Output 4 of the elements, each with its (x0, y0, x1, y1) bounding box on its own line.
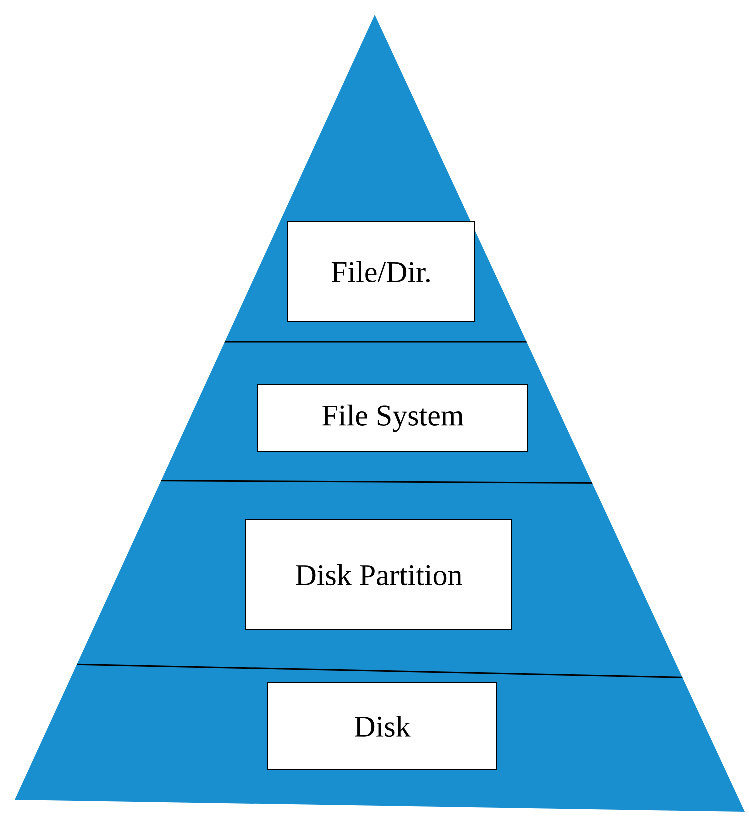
layer-box: File/Dir. (288, 222, 476, 322)
layer-box: Disk Partition (246, 520, 512, 630)
layer-box: Disk (268, 682, 498, 770)
layer-box: File System (258, 384, 528, 452)
